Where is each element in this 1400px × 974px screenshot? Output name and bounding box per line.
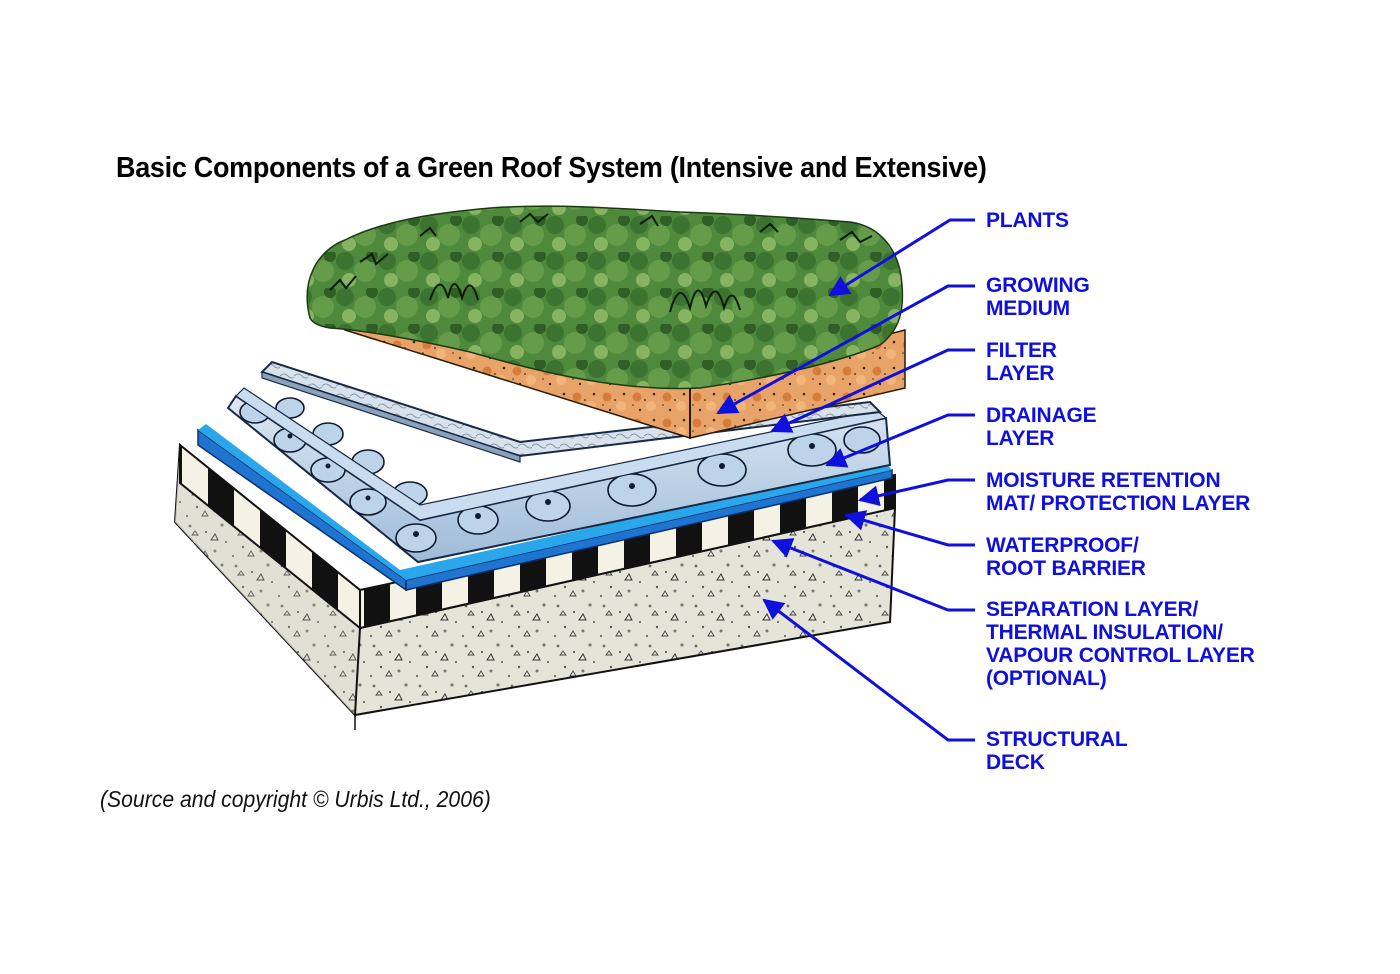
arrow-drainage-layer [825,413,975,468]
label-line: FILTER [986,339,1057,362]
label-line: LAYER [986,362,1055,385]
label-line: SEPARATION LAYER/ [986,598,1199,621]
label-line: GROWING [986,274,1090,297]
label-line: STRUCTURAL [986,728,1128,751]
drainage-board [226,387,892,564]
label-plants: PLANTS [986,209,1069,232]
arrow-moisture-retention [857,478,975,507]
arrow-growing-medium [716,284,975,415]
arrow-structural-deck [762,598,975,742]
label-line: MOISTURE RETENTION [986,469,1221,492]
plant-foliage [306,205,904,390]
label-growing-medium: GROWING MEDIUM [986,274,1090,320]
label-separation: SEPARATION LAYER/ THERMAL INSULATION/ VA… [986,598,1255,690]
label-line: (OPTIONAL) [986,667,1107,690]
label-line: PLANTS [986,209,1069,232]
arrow-waterproof [843,510,975,547]
label-line: VAPOUR CONTROL LAYER [986,644,1255,667]
label-line: DRAINAGE [986,404,1097,427]
source-caption: (Source and copyright © Urbis Ltd., 2006… [100,786,491,812]
label-line: ROOT BARRIER [986,557,1146,580]
label-drainage-layer: DRAINAGE LAYER [986,404,1097,450]
label-filter-layer: FILTER LAYER [986,339,1057,385]
arrow-separation [771,538,975,612]
label-waterproof: WATERPROOF/ ROOT BARRIER [986,534,1146,580]
label-line: LAYER [986,427,1055,450]
arrow-filter-layer [770,348,975,433]
insulation-band [179,442,896,631]
diagram-title: Basic Components of a Green Roof System … [116,152,987,184]
arrow-plants [828,218,975,297]
label-line: MAT/ PROTECTION LAYER [986,492,1251,515]
waterproof-membrane [197,424,893,592]
callout-lines [716,218,975,742]
label-line: WATERPROOF/ [986,534,1139,557]
label-moisture-retention: MOISTURE RETENTION MAT/ PROTECTION LAYER [986,469,1250,515]
filter-sheet [260,360,883,463]
label-line: DECK [986,751,1045,774]
label-line: MEDIUM [986,297,1070,320]
label-line: THERMAL INSULATION/ [986,621,1223,644]
label-structural-deck: STRUCTURAL DECK [986,728,1128,774]
